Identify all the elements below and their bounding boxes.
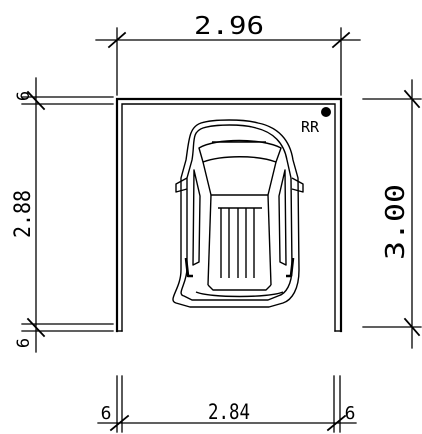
bottom-right-offset-label: 6 (345, 403, 356, 424)
top-dimension-label: 2.96 (194, 11, 264, 40)
right-dimension-label: 3.00 (381, 184, 411, 260)
car-top-view-icon (172, 119, 304, 308)
top-dimension: 2.96 (95, 11, 361, 96)
rr-label: RR (301, 118, 320, 136)
left-top-offset-label: 6 (14, 91, 34, 101)
rr-marker-icon (321, 107, 331, 117)
parking-bay-walls (115, 97, 343, 333)
left-dimension-label: 2.88 (11, 190, 36, 238)
bottom-left-offset-label: 6 (101, 403, 112, 424)
left-dimension: 6 2.88 6 (11, 77, 114, 353)
right-dimension: 3.00 (362, 79, 422, 349)
left-bottom-offset-label: 6 (14, 338, 34, 348)
bottom-dimension-label: 2.84 (208, 400, 250, 424)
bottom-dimension: 6 2.84 6 (97, 375, 357, 433)
